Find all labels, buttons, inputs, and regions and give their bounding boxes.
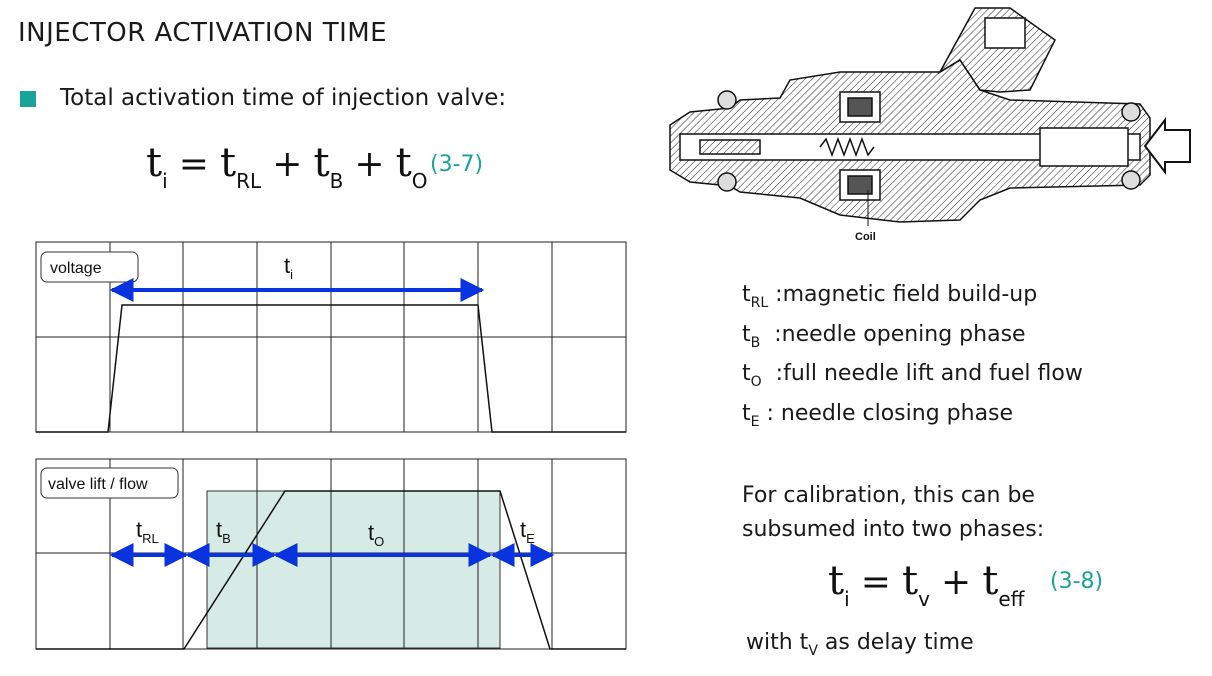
equation-3-8-number: (3-8) (1050, 569, 1104, 594)
legend-tb-sub: B (750, 335, 761, 351)
equation-3-7: ti = tRL + tB + tO (146, 140, 427, 193)
svg-text:ti: ti (284, 253, 293, 282)
ti-arrow-sub: i (290, 267, 293, 282)
equation-3-7-number: (3-7) (430, 152, 484, 177)
legend-tb-t: t (742, 322, 751, 347)
eq1-term-b-sub: B (329, 169, 344, 193)
eq1-term-rl-sub: RL (236, 169, 262, 193)
voltage-curve (36, 304, 626, 433)
valve-lift-label: valve lift / flow (48, 476, 148, 493)
page-title: INJECTOR ACTIVATION TIME (18, 18, 388, 48)
svg-text:tE: tE (520, 517, 535, 546)
eq1-lhs-sub: i (162, 169, 168, 193)
legend-trl-t: t (742, 282, 751, 307)
svg-text:tRL: tRL (136, 517, 159, 546)
svg-text:tO: tO (368, 520, 384, 549)
eq1-lhs: t (146, 140, 163, 186)
legend-trl: tRL :magnetic field build-up (742, 282, 1037, 311)
injector-drawing (669, 7, 1191, 226)
bullet-marker (20, 91, 36, 107)
to-sub: O (374, 534, 384, 549)
eq2-plus: + (941, 562, 972, 603)
trl-sub: RL (142, 531, 159, 546)
legend-te-sub: E (750, 414, 760, 430)
legend-tb-text: :needle opening phase (760, 322, 1026, 347)
with-pre: with (746, 630, 800, 655)
with-t: t (799, 630, 809, 655)
eq1-term-o: t (395, 140, 412, 186)
eq1-plus-1: + (272, 144, 303, 185)
legend-te-t: t (742, 401, 751, 426)
eq2-term-eff: t (982, 558, 999, 604)
eq1-plus-2: + (354, 144, 385, 185)
tb-label: t (216, 517, 222, 542)
voltage-label: voltage (50, 260, 102, 277)
valve-lift-curve (36, 490, 626, 650)
eq1-term-o-sub: O (411, 169, 428, 193)
ti-arrow-label: t (284, 253, 290, 278)
legend-te: tE : needle closing phase (742, 401, 1013, 430)
eq2-term-eff-sub: eff (998, 587, 1025, 611)
with-sub: V (808, 643, 818, 659)
eq2-equals: = (860, 562, 891, 603)
legend-tb: tB :needle opening phase (742, 322, 1026, 351)
eq1-term-rl: t (220, 140, 237, 186)
voltage-chart: voltage ti (35, 241, 627, 433)
legend-to-sub: O (750, 374, 762, 390)
te-label: t (520, 517, 526, 542)
calibration-text: For calibration, this can be subsumed in… (742, 483, 1045, 542)
legend-to-text: :full needle lift and fuel flow (761, 361, 1083, 386)
svg-text:tB: tB (216, 517, 231, 546)
to-label: t (368, 520, 374, 545)
legend-te-text: : needle closing phase (759, 401, 1014, 426)
bullet-text: Total activation time of injection valve… (60, 85, 507, 111)
eq2-lhs-sub: i (844, 587, 850, 611)
legend-trl-sub: RL (750, 295, 769, 311)
te-sub: E (526, 531, 535, 546)
valve-lift-chart: valve lift / flow tRL tB tO tE (35, 458, 627, 650)
eq2-term-v: t (902, 558, 919, 604)
eq1-equals: = (178, 144, 209, 185)
legend-to-t: t (742, 361, 751, 386)
coil-label: Coil (855, 231, 876, 243)
eq2-lhs: t (828, 558, 845, 604)
with-post: as delay time (817, 630, 974, 655)
eq1-term-b: t (313, 140, 330, 186)
tb-sub: B (222, 531, 231, 546)
equation-3-8: ti = tv + teff (828, 558, 1024, 611)
flow-shaded-region (206, 490, 501, 649)
trl-label: t (136, 517, 142, 542)
legend-to: tO :full needle lift and fuel flow (742, 361, 1083, 390)
delay-time-note: with tV as delay time (746, 630, 974, 659)
eq2-term-v-sub: v (918, 587, 930, 611)
legend-trl-text: :magnetic field build-up (768, 282, 1038, 307)
